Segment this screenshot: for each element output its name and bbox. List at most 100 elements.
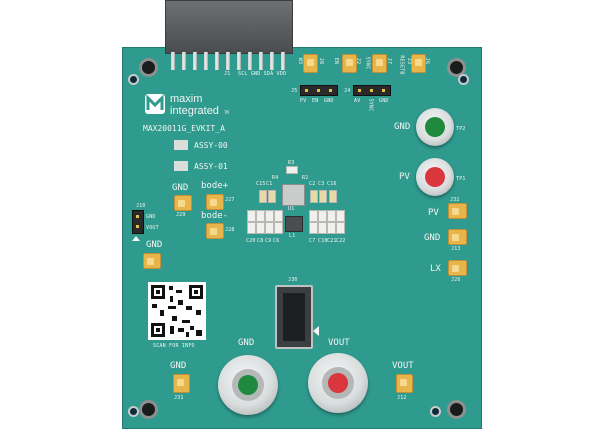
j1-ref: J1: [224, 71, 231, 77]
resistor-r3: [286, 166, 298, 174]
capacitor-c21: [327, 210, 336, 222]
left-pad-gnd-label: GND: [172, 183, 189, 193]
j7-ref: J7: [386, 57, 393, 65]
assy-01-box: [174, 161, 188, 171]
j29-ref: J29: [176, 212, 186, 218]
capacitor-c3: [319, 190, 327, 203]
edge-connector-j1: [165, 0, 293, 54]
brand-line2: integrated: [170, 105, 219, 117]
testpoint-tp1[interactable]: [416, 158, 454, 196]
jack-gnd-label: GND: [238, 338, 255, 348]
c20-ref: C20: [246, 238, 256, 244]
header-j4[interactable]: [353, 85, 391, 96]
pcb-board: [122, 47, 482, 429]
j4-pin-sync: SYNC: [367, 98, 374, 112]
capacitor-c10: [318, 210, 327, 222]
board-name: MAX20011G_EVKIT_A: [143, 124, 225, 133]
test-pad-j28[interactable]: [206, 223, 224, 239]
j4-pin-av: AV: [354, 98, 361, 104]
capacitor-c9: [265, 210, 274, 222]
c2-ref: C2: [309, 181, 316, 187]
via: [130, 76, 137, 83]
r2-ref: R2: [302, 175, 309, 181]
assy-00-box: [174, 140, 188, 150]
c22-ref: C22: [336, 238, 346, 244]
test-pad-j32[interactable]: [448, 203, 467, 219]
bottom-pad-gnd-label: GND: [170, 361, 187, 371]
tp2-label: GND: [394, 122, 411, 132]
test-pad-j29[interactable]: [174, 195, 192, 211]
capacitor-c22b: [336, 222, 345, 234]
j3-ref: J3: [406, 57, 413, 65]
header-j5[interactable]: [300, 85, 338, 96]
j8-ref: J8: [318, 57, 325, 65]
c21-ref: C21: [327, 238, 337, 244]
tp1-ref: TP1: [456, 176, 466, 182]
capacitor-c20b: [247, 222, 256, 234]
test-pad-j27[interactable]: [206, 194, 224, 210]
banana-jack-gnd[interactable]: [218, 355, 278, 415]
connector-pins: [171, 52, 287, 70]
test-pad-j31[interactable]: [173, 374, 190, 393]
test-pad-j8[interactable]: [303, 54, 318, 73]
c7-ref: C7: [309, 238, 316, 244]
capacitor-c10b: [318, 222, 327, 234]
qr-label: SCAN FOR INFO: [153, 343, 195, 349]
j1-pin-labels: SCL GND SDA VDD: [238, 71, 287, 77]
c6-ref: C6: [273, 238, 280, 244]
connector-j30[interactable]: [275, 285, 313, 349]
test-pad-j2[interactable]: [342, 54, 357, 73]
capacitor-c6b: [274, 222, 283, 234]
assy-01-label: ASSY-01: [194, 162, 228, 171]
capacitor-c7b: [309, 222, 318, 234]
j10-ref: J10: [136, 203, 146, 209]
ic-u1: [282, 184, 305, 206]
c16-ref: C16: [327, 181, 337, 187]
left-pad-bode-minus-label: bode-: [201, 211, 229, 221]
j13-ref: J13: [451, 246, 461, 252]
j10-pin-vout: VOUT: [146, 225, 159, 231]
capacitor-c8: [256, 210, 265, 222]
via: [130, 408, 137, 415]
mounting-hole-bl: [142, 403, 155, 416]
right-pad-pv-label: PV: [428, 208, 439, 218]
capacitor-c20: [247, 210, 256, 222]
j32-ref: J32: [450, 197, 460, 203]
tp1-label: PV: [399, 172, 410, 182]
test-pad-j3[interactable]: [411, 54, 426, 73]
jumper-j10[interactable]: [132, 210, 144, 234]
j12-ref: J12: [397, 395, 407, 401]
capacitor-c22: [336, 210, 345, 222]
j5-pin-gnd: GND: [324, 98, 334, 104]
capacitor-c6: [274, 210, 283, 222]
c3-ref: C3: [318, 181, 325, 187]
pin1-marker-icon: [132, 236, 140, 241]
banana-jack-vout[interactable]: [308, 353, 368, 413]
qr-code[interactable]: [148, 282, 206, 340]
j3-label: RESETB: [398, 55, 405, 75]
jack-vout-label: VOUT: [328, 338, 350, 348]
test-pad-gnd[interactable]: [143, 253, 161, 269]
u1-ref: U1: [288, 206, 295, 212]
capacitor-c16: [329, 190, 337, 203]
test-pad-j12[interactable]: [396, 374, 413, 393]
bottom-pad-vout-label: VOUT: [392, 361, 414, 371]
mounting-hole-br: [450, 403, 463, 416]
test-pad-j26[interactable]: [448, 260, 467, 276]
j2-label: EN: [333, 57, 340, 65]
r3-ref: R3: [288, 160, 295, 166]
j2-ref: J2: [355, 57, 362, 65]
j27-ref: J27: [225, 197, 235, 203]
j5-pin-pv: PV: [300, 98, 307, 104]
testpoint-tp2[interactable]: [416, 108, 454, 146]
capacitor-c21b: [327, 222, 336, 234]
j10-pin-gnd: GND: [146, 214, 156, 220]
pin1-triangle-icon: [313, 326, 319, 336]
j4-ref: J4: [344, 88, 351, 94]
test-pad-j13[interactable]: [448, 229, 467, 245]
mounting-hole-tl: [142, 61, 155, 74]
brand-line1: maxim: [170, 93, 203, 105]
mounting-hole-tr: [450, 61, 463, 74]
j5-ref: J5: [291, 88, 298, 94]
test-pad-j7[interactable]: [372, 54, 387, 73]
